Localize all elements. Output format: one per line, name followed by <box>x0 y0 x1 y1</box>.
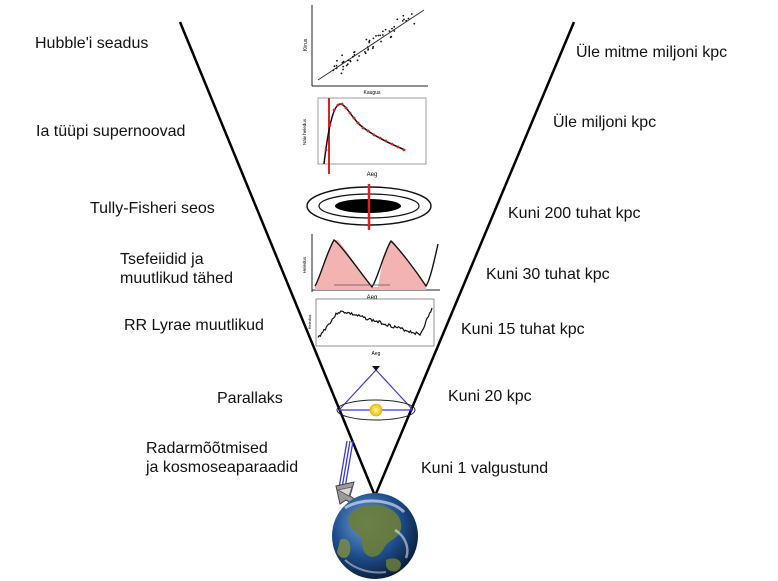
cepheid-ylabel: Heledus <box>302 256 307 273</box>
supernova-point <box>328 123 332 127</box>
hubble-point <box>390 35 393 38</box>
hubble-xlabel: Kaugus <box>364 90 381 96</box>
label-hubble-law: Hubble'i seadus <box>35 35 149 52</box>
label-tully-fisher: Tully-Fisheri seos <box>90 200 215 217</box>
hubble-plot-inset: Kaugus Kiirus <box>301 2 429 96</box>
hubble-point <box>380 40 382 43</box>
hubble-point <box>393 25 396 28</box>
supernova-point <box>344 106 348 110</box>
hubble-point <box>402 14 405 17</box>
hubble-point <box>379 34 382 37</box>
supernova-point <box>332 108 336 112</box>
earth-globe-icon <box>332 493 418 579</box>
hubble-point <box>375 35 377 37</box>
hubble-point <box>367 46 369 48</box>
hubble-point <box>401 20 404 22</box>
supernova-point <box>372 133 376 137</box>
label-parallax: Parallaks <box>217 390 283 407</box>
range-parallax: Kuni 20 kpc <box>448 388 532 405</box>
hubble-point <box>377 34 380 37</box>
cepheid-xlabel: Aeg <box>367 295 378 301</box>
supernova-point <box>361 126 365 130</box>
hubble-point <box>346 63 349 66</box>
hubble-point <box>335 67 338 70</box>
parallax-inset <box>336 366 416 421</box>
supernova-point <box>324 148 328 152</box>
rrlyrae-xlabel: Aeg <box>372 351 381 357</box>
hubble-point <box>332 69 335 72</box>
supernova-point <box>384 139 388 143</box>
label-rr-lyrae: RR Lyrae muutlikud <box>124 317 264 334</box>
hubble-point <box>365 38 368 41</box>
sun-icon <box>369 403 383 417</box>
hubble-point <box>353 51 356 53</box>
hubble-point <box>396 18 399 21</box>
cone-right-edge <box>373 21 576 497</box>
rrlyrae-ylabel: Heledus <box>307 315 312 330</box>
hubble-point <box>335 64 338 67</box>
supernova-point <box>336 103 340 107</box>
hubble-point <box>353 54 356 56</box>
hubble-point <box>351 55 354 58</box>
hubble-point <box>333 65 336 68</box>
cone-left-edge <box>178 21 377 497</box>
hubble-point <box>342 65 345 68</box>
hubble-point <box>388 30 391 32</box>
hubble-point <box>358 55 360 57</box>
hubble-point <box>340 72 343 75</box>
supernova-point <box>396 145 400 149</box>
hubble-point <box>410 13 413 15</box>
supernova-point <box>352 116 356 120</box>
hubble-point <box>341 61 344 64</box>
hubble-point <box>384 28 387 31</box>
supernova-xlabel: Aeg <box>367 172 378 178</box>
supernova-point <box>348 111 352 115</box>
supernova-point <box>390 142 394 146</box>
hubble-point <box>393 30 396 32</box>
hubble-point <box>382 30 384 33</box>
cepheid-lightcurve-inset: Aeg Heledus <box>302 234 440 301</box>
rrlyrae-lightcurve-inset: Aeg Heledus <box>307 298 435 357</box>
hubble-point <box>407 17 410 20</box>
star-marker-icon <box>372 366 380 371</box>
hubble-point <box>372 45 375 48</box>
hubble-point <box>371 47 374 50</box>
hubble-point <box>368 40 371 43</box>
supernova-lightcurve-inset: Aeg Näiv heledus <box>300 96 430 178</box>
label-cepheids: Tsefeiidid ja muutlikud tähed <box>120 251 233 287</box>
range-radar: Kuni 1 valgustund <box>421 460 549 477</box>
label-type-ia-supernovae: Ia tüüpi supernoovad <box>36 123 186 140</box>
hubble-point <box>342 68 344 71</box>
hubble-point <box>345 64 348 67</box>
range-rr-lyrae: Kuni 15 tuhat kpc <box>461 321 585 338</box>
hubble-point <box>336 59 338 62</box>
hubble-point <box>341 54 343 57</box>
hubble-point <box>391 27 393 30</box>
range-cepheids: Kuni 30 tuhat kpc <box>486 266 610 283</box>
range-tully-fisher: Kuni 200 tuhat kpc <box>508 205 641 222</box>
hubble-point <box>347 59 350 62</box>
hubble-point <box>413 22 416 25</box>
hubble-point <box>381 34 384 36</box>
hubble-ylabel: Kiirus <box>303 38 309 51</box>
hubble-point <box>364 52 367 55</box>
supernova-point <box>366 129 370 133</box>
hubble-point <box>363 51 366 53</box>
hubble-point <box>367 48 370 50</box>
supernova-point <box>378 136 382 140</box>
hubble-point <box>405 19 408 22</box>
range-supernovae: Üle miljoni kpc <box>553 114 657 131</box>
label-radar-spacecraft: Radarmõõtmised ja kosmoseaparaadid <box>146 440 299 476</box>
supernova-point <box>356 121 360 125</box>
hubble-point <box>403 18 405 21</box>
range-hubble: Üle mitme miljoni kpc <box>576 44 728 61</box>
hubble-point <box>372 37 375 40</box>
hubble-point <box>349 60 352 63</box>
supernova-point <box>402 148 406 152</box>
supernova-point <box>340 102 344 106</box>
hubble-point <box>356 59 359 62</box>
tully-fisher-galaxy-inset <box>306 184 432 230</box>
supernova-ylabel: Näiv heledus <box>302 118 307 145</box>
